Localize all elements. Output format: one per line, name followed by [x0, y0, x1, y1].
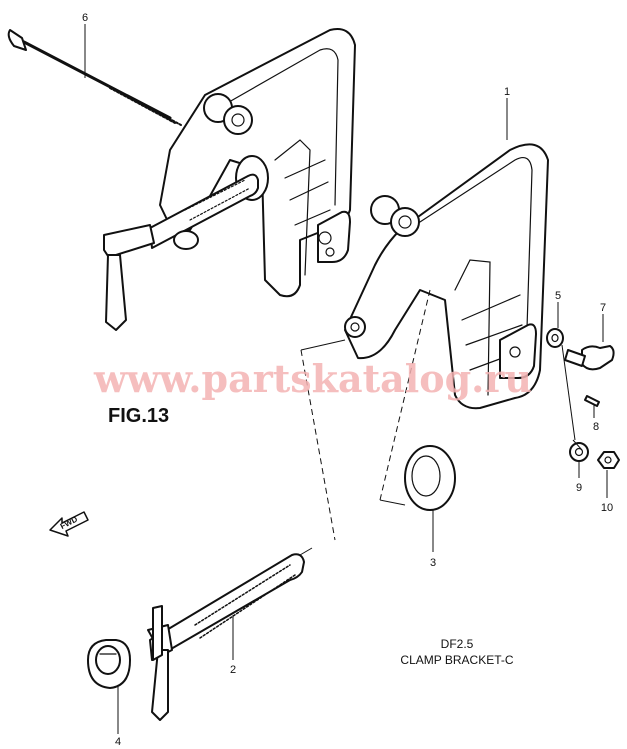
- callout-4: 4: [115, 736, 121, 748]
- clamp-plug: [87, 639, 131, 689]
- figure-label: FIG.13: [108, 405, 169, 427]
- caption-title: CLAMP BRACKET-C: [400, 653, 513, 667]
- nut-10: [597, 451, 620, 469]
- washer-9: [569, 442, 589, 462]
- clamp-screw-rear: [7, 29, 259, 331]
- wing-nut-7: [581, 345, 615, 371]
- callout-5: 5: [555, 290, 561, 302]
- clamp-pad: [404, 445, 456, 511]
- forward-arrow-icon: FWD: [49, 511, 89, 537]
- callout-9: 9: [576, 482, 582, 494]
- callout-1: 1: [504, 86, 510, 98]
- pin-8: [584, 395, 600, 407]
- small-hardware: [546, 328, 620, 469]
- callout-leaders: [84, 24, 608, 734]
- callout-6: 6: [82, 12, 88, 24]
- callout-7: 7: [600, 302, 606, 314]
- clamp-bracket-front: [344, 143, 549, 410]
- callout-3: 3: [430, 557, 436, 569]
- clamp-screw: [147, 553, 305, 721]
- callout-10: 10: [601, 502, 613, 514]
- clamp-bracket-rear: [159, 28, 356, 298]
- assembly-guides: [299, 289, 583, 556]
- callout-2: 2: [230, 664, 236, 676]
- callout-8: 8: [593, 421, 599, 433]
- washer-5: [546, 328, 564, 348]
- watermark: www.partskatalog.ru: [93, 356, 532, 401]
- caption-model: DF2.5: [441, 637, 474, 651]
